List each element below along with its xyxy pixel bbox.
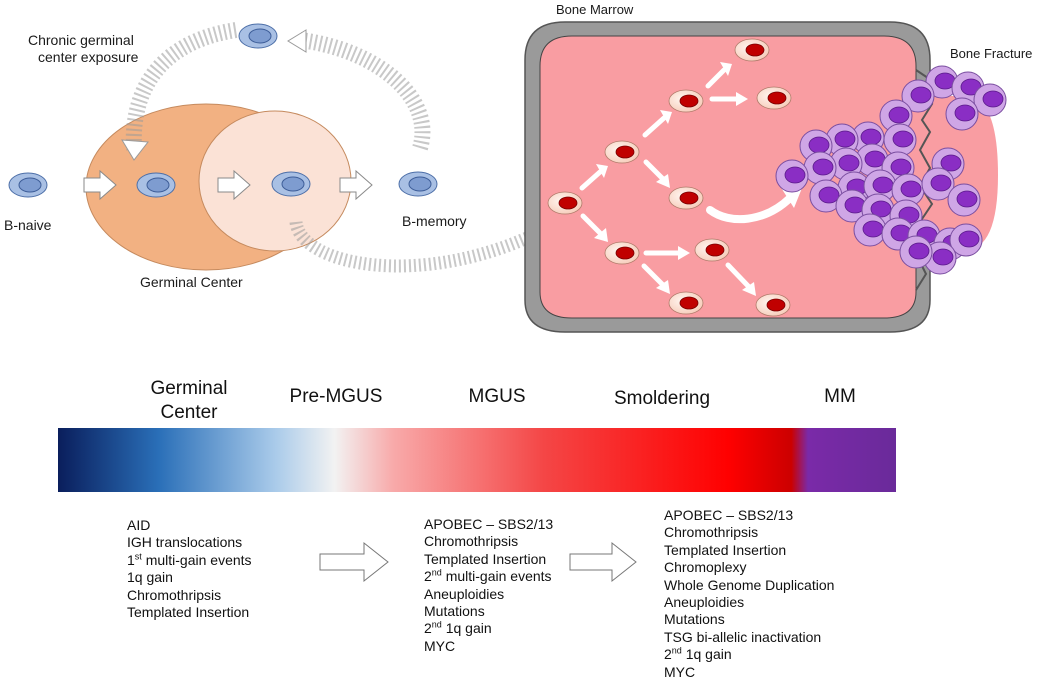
- stage-gradient-bar: [58, 428, 896, 492]
- list-arrow-1: [319, 541, 389, 583]
- list-item: IGH translocations: [127, 534, 243, 551]
- b-cell-gc-2: [271, 171, 311, 197]
- chronic-exposure-label-1: Chronic germinal: [28, 32, 134, 48]
- list-item: Whole Genome Duplication: [664, 576, 835, 593]
- list-item: TSG bi-allelic inactivation: [664, 628, 822, 645]
- plasma-cell-f: [604, 241, 640, 265]
- plasma-cell-root: [547, 191, 583, 215]
- plasma-cell-g: [694, 238, 730, 262]
- plasma-cell-a: [604, 140, 640, 164]
- plasma-cell-i: [755, 293, 791, 317]
- stage-mm: MM: [824, 386, 856, 407]
- list-item: APOBEC – SBS2/13: [424, 516, 554, 532]
- b-cell-gc-1: [136, 172, 176, 198]
- plasma-cell-h: [668, 291, 704, 315]
- list-item: Chromothripsis: [664, 524, 759, 541]
- bone-fracture-label: Bone Fracture: [950, 46, 1032, 61]
- list-item: 2nd 1q gain: [424, 619, 492, 637]
- list-item: Templated Insertion: [424, 550, 547, 567]
- chronic-exposure-arrow-left-head: [121, 139, 149, 161]
- list-item: Chromothripsis: [424, 533, 519, 550]
- chronic-exposure-arrow-right-head: [287, 29, 307, 53]
- plasma-cell-b: [668, 89, 704, 113]
- b-cell-top: [238, 23, 278, 49]
- plasma-cell-d: [756, 86, 792, 110]
- list-arrow-2: [569, 541, 637, 583]
- stage-pre-mgus: Pre-MGUS: [290, 386, 383, 407]
- list-item: 1st multi-gain events: [127, 551, 252, 568]
- list-item: Aneuploidies: [664, 594, 745, 611]
- list-item: Templated Insertion: [127, 604, 250, 621]
- list-item: AID: [127, 517, 151, 533]
- marrow-arrows: [579, 67, 753, 291]
- list-item: APOBEC – SBS2/13: [664, 507, 794, 523]
- stage-smoldering: Smoldering: [614, 388, 710, 409]
- chronic-exposure-arrow-right: [298, 32, 431, 151]
- marrow-arrow-heads: [594, 62, 756, 296]
- list-item: Mutations: [664, 611, 725, 628]
- list-item: MYC: [664, 663, 696, 680]
- stage-mgus: MGUS: [469, 386, 526, 407]
- b-memory-cell: [398, 171, 438, 197]
- b-naive-label: B-naive: [4, 217, 52, 233]
- gc-to-marrow-arrow: [289, 220, 543, 273]
- list-item: Chromoplexy: [664, 559, 747, 576]
- chronic-exposure-label-2: center exposure: [38, 49, 139, 65]
- germinal-center-label: Germinal Center: [140, 274, 243, 290]
- plasma-cell-c: [734, 38, 770, 62]
- list-item: Mutations: [424, 603, 485, 620]
- list-item: Aneuploidies: [424, 585, 505, 602]
- list-item: 1q gain: [127, 569, 173, 586]
- list-item: MYC: [424, 637, 456, 654]
- list-item: Chromothripsis: [127, 586, 222, 603]
- stage-germinal-line1: Germinal: [150, 378, 227, 399]
- expansion-arrow: [706, 194, 794, 224]
- b-naive-cell: [8, 172, 48, 198]
- list-item: Templated Insertion: [664, 541, 787, 558]
- bone-marrow-label: Bone Marrow: [556, 2, 634, 17]
- block-arrows-top: [83, 169, 373, 201]
- list-item: 2nd 1q gain: [664, 645, 732, 663]
- list-item: 2nd multi-gain events: [424, 567, 552, 585]
- plasma-cell-e: [668, 186, 704, 210]
- b-memory-label: B-memory: [402, 213, 467, 229]
- stage-germinal-line2: Center: [160, 402, 218, 423]
